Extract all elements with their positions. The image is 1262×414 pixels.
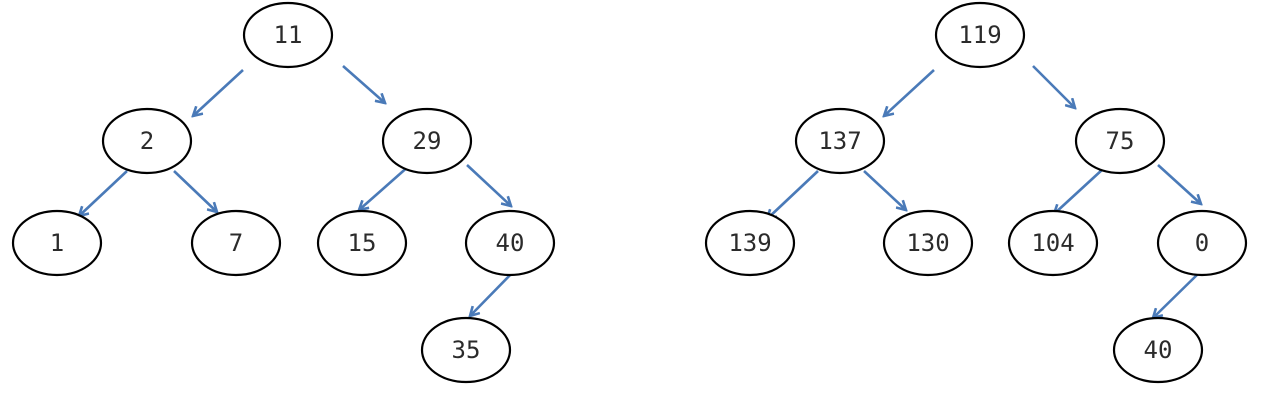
tree-node-r104: 104 [1007, 209, 1099, 277]
edge-arrow-l29-l15 [359, 164, 411, 210]
tree-node-r139: 139 [704, 209, 796, 277]
edge-arrow-r75-r0 [1157, 164, 1201, 204]
tree-node-l7: 7 [190, 209, 282, 277]
node-label: 75 [1106, 127, 1135, 155]
node-ellipse [1007, 209, 1099, 277]
tree-node-l40: 40 [464, 209, 556, 277]
edge-arrow-l29-l40 [466, 164, 511, 206]
right-tree: 119 137 75 139 130 104 0 40 [704, 1, 1248, 384]
node-ellipse [794, 107, 886, 175]
node-label: 40 [496, 229, 525, 257]
tree-node-r137: 137 [794, 107, 886, 175]
edges-layer [79, 65, 1202, 318]
node-label: 7 [229, 229, 243, 257]
left-tree: 11 2 29 1 7 15 40 35 [11, 1, 556, 384]
tree-node-l29: 29 [381, 107, 473, 175]
edge-arrow-r119-r137 [884, 69, 935, 116]
node-ellipse [1074, 107, 1166, 175]
tree-node-l35: 35 [420, 316, 512, 384]
node-ellipse [242, 1, 334, 69]
node-label: 139 [728, 229, 771, 257]
tree-node-r130: 130 [882, 209, 974, 277]
tree-node-r119: 119 [934, 1, 1026, 69]
node-ellipse [464, 209, 556, 277]
edge-arrow-l2-l1 [79, 170, 128, 216]
tree-node-l11: 11 [242, 1, 334, 69]
edge-arrow-l11-l29 [342, 65, 385, 103]
tree-node-l2: 2 [101, 107, 193, 175]
tree-node-r75: 75 [1074, 107, 1166, 175]
node-label: 35 [452, 336, 481, 364]
edge-arrow-r0-r40 [1153, 270, 1202, 318]
node-ellipse [381, 107, 473, 175]
tree-node-r0: 0 [1156, 209, 1248, 277]
edge-arrow-l11-l2 [193, 69, 244, 116]
edge-arrow-l40-l35 [470, 270, 515, 316]
node-label: 104 [1031, 229, 1074, 257]
node-ellipse [882, 209, 974, 277]
tree-node-l1: 1 [11, 209, 103, 277]
edge-arrow-l2-l7 [173, 170, 217, 212]
node-label: 137 [818, 127, 861, 155]
node-label: 15 [348, 229, 377, 257]
edge-arrow-r75-r104 [1054, 168, 1104, 214]
nodes-layer: 11 2 29 1 7 15 40 35 119 137 75 139 130 104 0 40 [11, 1, 1248, 384]
node-ellipse [101, 107, 193, 175]
edge-arrow-r137-r139 [767, 170, 819, 219]
node-label: 1 [50, 229, 64, 257]
node-label: 119 [958, 21, 1001, 49]
edge-arrow-r119-r75 [1032, 65, 1075, 108]
node-ellipse [190, 209, 282, 277]
tree-node-l15: 15 [316, 209, 408, 277]
node-label: 0 [1195, 229, 1209, 257]
node-label: 130 [906, 229, 949, 257]
node-ellipse [11, 209, 103, 277]
node-label: 40 [1144, 336, 1173, 364]
node-ellipse [420, 316, 512, 384]
node-ellipse [704, 209, 796, 277]
node-ellipse [316, 209, 408, 277]
edge-arrow-r137-r130 [863, 170, 906, 210]
node-ellipse [1156, 209, 1248, 277]
node-label: 2 [140, 127, 154, 155]
node-label: 11 [274, 21, 303, 49]
tree-node-r40: 40 [1112, 316, 1204, 384]
node-ellipse [934, 1, 1026, 69]
node-ellipse [1112, 316, 1204, 384]
node-label: 29 [413, 127, 442, 155]
